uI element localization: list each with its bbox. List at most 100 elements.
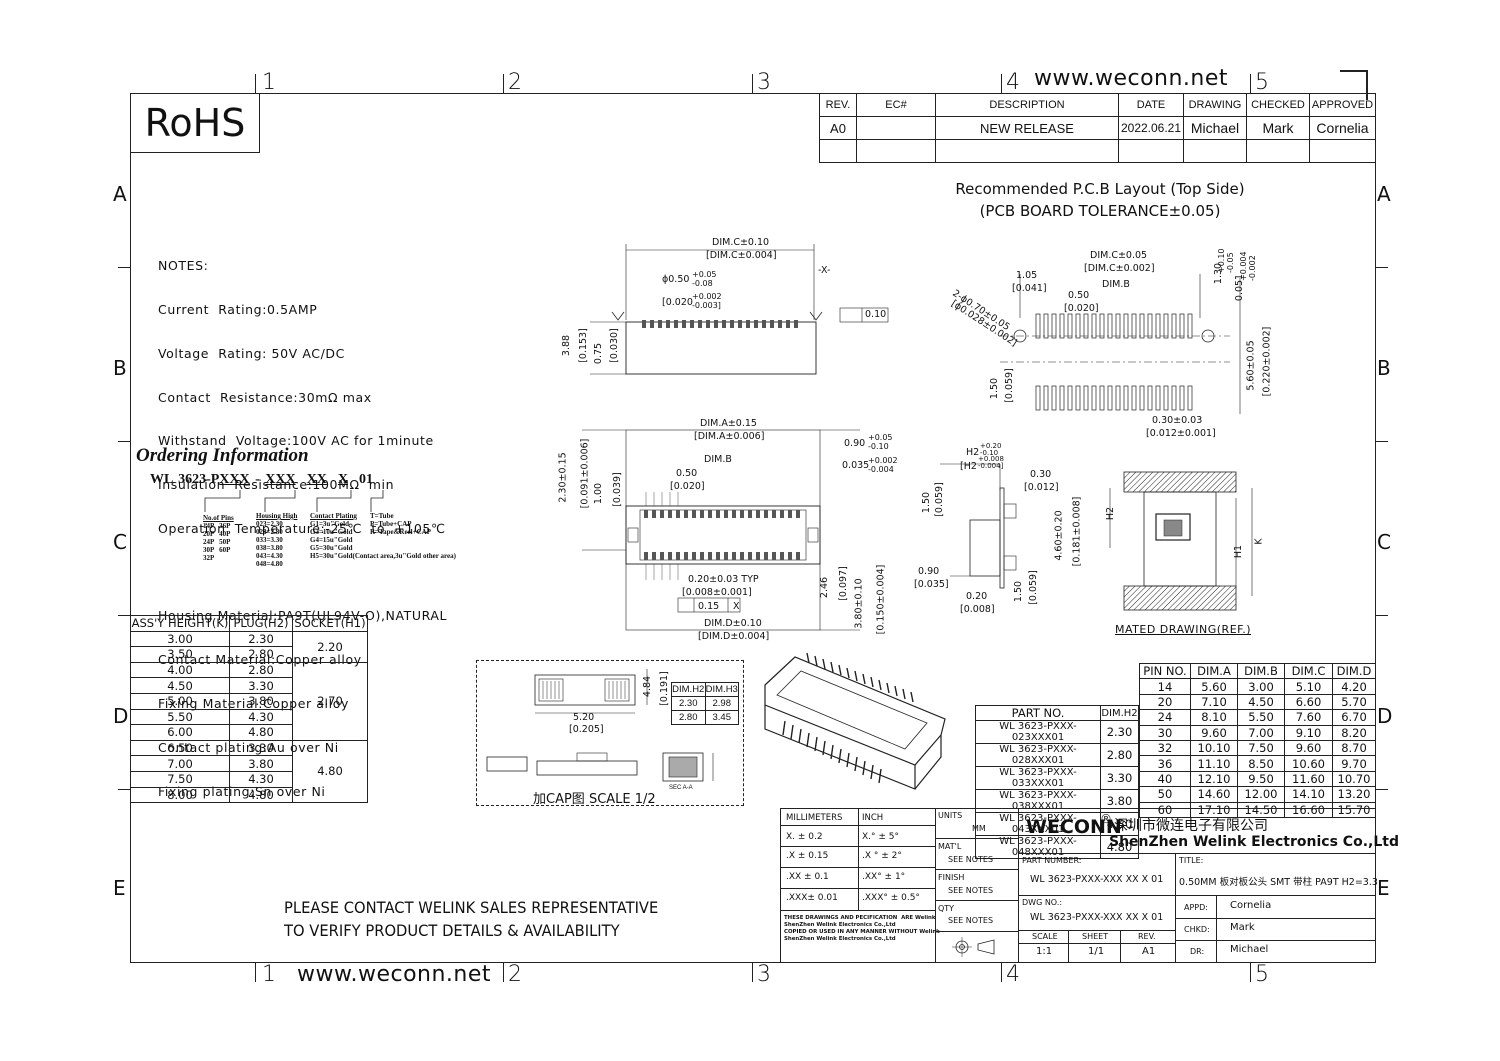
plug-cell: 2.80 <box>229 646 293 663</box>
height-cell: 7.00 <box>130 755 230 772</box>
plug-cell: 3.30 <box>229 739 293 757</box>
grid-tick <box>118 267 130 268</box>
plug-cell: 2.30 <box>229 630 293 648</box>
tb-line <box>935 900 1018 901</box>
scale-value: 1:1 <box>1036 946 1053 957</box>
ordering-leader-lines <box>204 490 384 512</box>
pin-cell: 60 <box>1139 801 1191 818</box>
website-url-bottom[interactable]: www.weconn.net <box>297 962 492 987</box>
tol-mm-cell: .X ± 0.15 <box>786 851 829 861</box>
height-380: 3.80±0.10 <box>853 578 865 629</box>
note-line: Current Rating:0.5AMP <box>158 301 318 317</box>
dim-b-cell: 7.50 <box>1237 739 1285 757</box>
dim-d-cell: 8.20 <box>1332 724 1376 741</box>
grid-tick <box>118 615 130 616</box>
dim-a-cell: 14.60 <box>1190 786 1238 803</box>
dim-b-cell: 12.00 <box>1237 786 1285 803</box>
plug-cell: 3.80 <box>229 692 293 710</box>
plug-cell: 4.30 <box>229 770 293 788</box>
finish-label: FINISH <box>938 873 965 882</box>
col-number-5-bottom: 5 <box>1255 962 1269 987</box>
hole-dia-tol: +0.05 -0.08 <box>692 270 717 288</box>
height-100-inch: [0.039] <box>611 472 623 507</box>
title-value: 0.50MM 板对板公头 SMT 带柱 PA9T H2=3.3 <box>1179 877 1378 888</box>
height-075-inch: [0.030] <box>608 328 620 363</box>
cap-height-dim: 4.84 <box>642 675 654 698</box>
plug-cell: 2.80 <box>229 661 293 679</box>
empty-cell <box>1246 139 1310 163</box>
dim-d-cell: 9.70 <box>1332 755 1376 772</box>
qty-label: QTY <box>938 904 955 913</box>
pin-cell: 32 <box>1139 739 1191 757</box>
rev-label: REV. <box>1138 932 1156 941</box>
side-h2-inch: [H2 <box>960 461 977 472</box>
grid-tick <box>255 963 256 982</box>
scale-label: SCALE <box>1032 932 1058 941</box>
units-label: UNITS <box>938 811 963 820</box>
tb-line <box>858 808 859 910</box>
empty-cell <box>1183 139 1247 163</box>
grid-tick <box>1001 963 1002 982</box>
rohs-mark: RoHS <box>130 93 260 153</box>
dim-c-cell: 10.60 <box>1284 755 1333 772</box>
dim-h2-header: DIM.H2 <box>1100 704 1139 722</box>
side-460: 4.60±0.20 <box>1053 510 1065 561</box>
company-name-en: ShenZhen Welink Electronics Co.,Ltd <box>1109 834 1399 850</box>
dim-a-cell: 9.60 <box>1190 724 1238 741</box>
grid-tick <box>1376 789 1388 790</box>
website-url-top[interactable]: www.weconn.net <box>1034 66 1229 91</box>
dim-h2-cell: 2.80 <box>1100 743 1139 768</box>
height-388: 3.88 <box>561 334 573 357</box>
pcb-dim-051-tol: +0.004 -0.002 <box>1239 251 1257 281</box>
cap-h3-header: DIM.H3 <box>704 682 739 697</box>
part-no-cell: WL 3623-PXXX-033XXX01 <box>975 766 1101 791</box>
dim-c-cell: 5.10 <box>1284 678 1333 695</box>
pcb-dim-030-inch: [0.012±0.001] <box>1146 428 1216 439</box>
height-246: 2.46 <box>819 576 831 599</box>
dim-b-cell: 7.00 <box>1237 724 1285 741</box>
pcb-title-line-2: (PCB BOARD TOLERANCE±0.05) <box>979 202 1221 220</box>
tb-line <box>1068 930 1069 963</box>
height-cell: 6.50 <box>130 739 230 757</box>
dim-d-cell: 6.70 <box>1332 709 1376 726</box>
mated-drawing-label: MATED DRAWING(REF.) <box>1115 623 1251 636</box>
part-no-cell: WL 3623-PXXX-038XXX01 <box>975 789 1101 814</box>
empty-cell <box>819 139 857 163</box>
ordering-title: Ordering Information <box>136 445 309 466</box>
tb-line <box>935 869 1018 870</box>
grid-tick <box>1376 267 1388 268</box>
side-h2-inch-tol: +0.008 -0.004] <box>978 455 1004 470</box>
side-150c-inch: [0.059] <box>1027 570 1039 605</box>
tb-line <box>780 888 935 889</box>
dim-a-cell: 7.10 <box>1190 693 1238 711</box>
tb-line <box>780 910 935 911</box>
empty-cell <box>856 139 936 163</box>
socket-cell: 2.20 <box>292 630 368 663</box>
hole-dia-label: ϕ0.50 <box>662 274 690 285</box>
height-100: 1.00 <box>593 482 605 505</box>
height-cell: 8.00 <box>130 786 230 804</box>
checked-value: Mark <box>1246 116 1310 140</box>
tb-line <box>1216 895 1217 963</box>
contact-line-2: TO VERIFY PRODUCT DETAILS & AVAILABILITY <box>284 921 620 940</box>
dwg-no-value: WL 3623-PXXX-XXX XX X 01 <box>1030 912 1164 923</box>
dim-c-label: DIM.C±0.10 <box>712 237 770 248</box>
col-number-1-bottom: 1 <box>262 962 276 987</box>
tol-mm-cell: .XX ± 0.1 <box>786 872 829 882</box>
section-label: SEC A-A <box>669 785 693 791</box>
empty-cell <box>1309 139 1376 163</box>
socket-cell: 4.80 <box>292 739 368 804</box>
dim-c-cell: 11.60 <box>1284 770 1333 788</box>
row-letter-a-right: A <box>1377 182 1391 206</box>
dim-d-cell: 4.20 <box>1332 678 1376 695</box>
tb-line <box>1175 853 1176 963</box>
dim-a-cell: 10.10 <box>1190 739 1238 757</box>
dim-090-tol: +0.05 -0.10 <box>868 433 893 451</box>
dim-h2-cell: 4.30 <box>1100 812 1139 837</box>
pcb-dim-030: 0.30±0.03 <box>1152 415 1203 426</box>
mated-h2: H2 <box>1105 506 1117 521</box>
registered-mark: ® <box>1100 812 1112 826</box>
grid-tick <box>1376 441 1388 442</box>
sheet-value: 1/1 <box>1088 946 1105 957</box>
